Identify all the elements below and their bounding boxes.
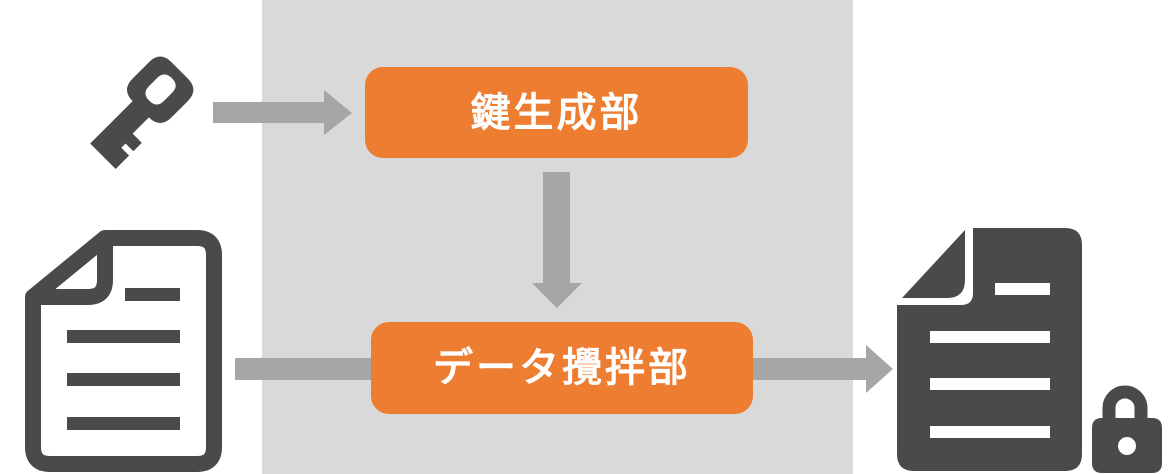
- lock-icon: [1089, 378, 1167, 474]
- key-input-arrow-head: [324, 90, 352, 135]
- data-flow-arrow-head: [866, 345, 893, 393]
- key-generation-label: 鍵生成部: [470, 90, 643, 135]
- key-input-arrow-shaft: [213, 102, 325, 123]
- encrypted-document-icon: [895, 228, 1085, 474]
- key-to-mixer-arrow-shaft: [543, 172, 570, 284]
- key-to-mixer-arrow-head: [532, 283, 582, 308]
- key-generation-box: 鍵生成部: [365, 67, 748, 158]
- plaintext-document-icon: [17, 222, 231, 474]
- data-mixing-box: データ攪拌部: [371, 322, 753, 414]
- key-icon: [78, 50, 200, 172]
- data-mixing-label: データ攪拌部: [433, 346, 691, 390]
